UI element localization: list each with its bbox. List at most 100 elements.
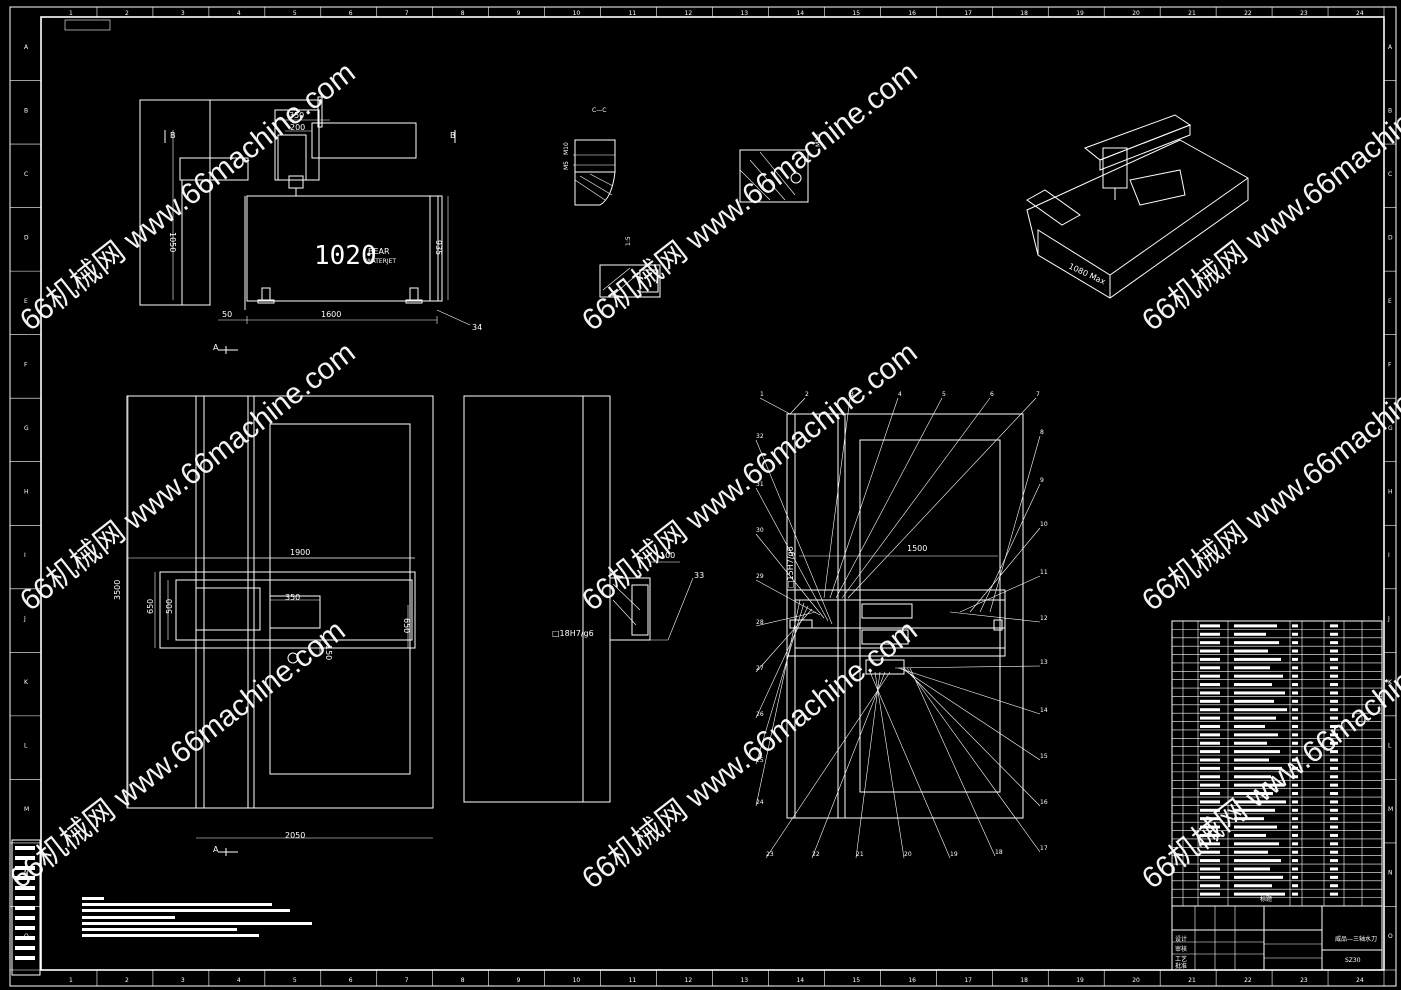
grid-col-label: 17 [964, 977, 972, 984]
dim-2050: 2050 [285, 831, 305, 840]
grid-col-label: 11 [629, 10, 637, 17]
brand-sub: BEAR [368, 247, 390, 256]
callout-label: 25 [756, 757, 764, 764]
grid-row-label: J [23, 616, 26, 623]
grid-col-label: 14 [796, 977, 804, 984]
section-title: C—C [592, 107, 606, 114]
title-block: 威品—三轴水刀 SZ30 标题 设计 审核 工艺 批准 [1171, 895, 1383, 971]
watermark: 66机械网 www.66machine.com [14, 336, 361, 618]
grid-row-label: K [1388, 679, 1393, 686]
watermark: 66机械网 www.66machine.com [576, 614, 923, 896]
grid-col-label: 16 [908, 10, 916, 17]
grid-col-label: 10 [573, 10, 581, 17]
grid-row-label: M [24, 806, 29, 813]
grid-col-label: 7 [405, 977, 409, 984]
watermark: 66机械网 www.66machine.com [4, 614, 351, 896]
grid-row-label: J [1387, 616, 1390, 623]
watermark: 66机械网 www.66machine.com [14, 56, 361, 338]
dim-350: 350 [285, 593, 300, 602]
fit-15h7: □15H7/g6 [786, 546, 795, 588]
brand-number: 1020 [314, 241, 377, 271]
grid-row-label: B [24, 107, 28, 114]
row-label-process: 工艺 [1175, 955, 1187, 963]
dim-1500: 1500 [907, 544, 927, 553]
dim-350: 350 [289, 111, 304, 120]
thread-m5: M5 [563, 161, 570, 170]
side-view: 100 □18H7/g6 33 [463, 395, 704, 803]
grid-col-label: 16 [908, 977, 916, 984]
grid-col-label: 22 [1244, 10, 1252, 17]
grid-col-label: 13 [740, 10, 748, 17]
bom-heading: 标题 [1260, 895, 1272, 903]
watermarks: 66机械网 www.66machine.com 66机械网 www.66mach… [4, 56, 1401, 896]
callout-label: 10 [1040, 521, 1048, 528]
section-detail: C—C M10 M5 M10 1:5 [563, 107, 822, 298]
callout-label: 1 [760, 391, 764, 398]
callout-label: 23 [766, 851, 774, 858]
callout-label: 20 [904, 851, 912, 858]
dim-1900: 1900 [290, 548, 310, 557]
grid-col-label: 4 [237, 977, 241, 984]
grid-col-label: 24 [1356, 10, 1364, 17]
callout-label: 32 [756, 433, 764, 440]
dim-3500: 3500 [113, 580, 122, 600]
watermark: 66机械网 www.66machine.com [1136, 336, 1401, 618]
grid-col-label: 2 [125, 10, 129, 17]
grid-col-label: 23 [1300, 10, 1308, 17]
callout-label: 15 [1040, 753, 1048, 760]
grid-col-label: 8 [461, 10, 465, 17]
grid-col-label: 8 [461, 977, 465, 984]
view-mark-a: A [213, 343, 219, 352]
grid-col-label: 1 [69, 10, 73, 17]
grid-col-label: 10 [573, 977, 581, 984]
grid-row-label: I [1388, 552, 1390, 559]
stamp-box [64, 19, 111, 31]
grid-col-label: 22 [1244, 977, 1252, 984]
grid-col-label: 3 [181, 977, 185, 984]
grid-col-label: 17 [964, 10, 972, 17]
dim-1050: 1050 [168, 232, 177, 252]
grid-row-label: E [24, 298, 28, 305]
grid-col-label: 21 [1188, 10, 1196, 17]
grid-col-label: 19 [1076, 977, 1084, 984]
callout-label: 5 [942, 391, 946, 398]
callout-label: 7 [1036, 391, 1040, 398]
callout-label: 19 [950, 851, 958, 858]
grid-row-label: D [1388, 234, 1393, 241]
dim-200: 200 [290, 123, 305, 132]
callout-label: 22 [812, 851, 820, 858]
product-name: 威品—三轴水刀 [1335, 935, 1377, 943]
section-mark-left: B [170, 131, 176, 140]
callout-label: 17 [1040, 845, 1048, 852]
grid-col-label: 20 [1132, 10, 1140, 17]
callout-label: 29 [756, 573, 764, 580]
front-view: 350 200 1050 935 50 1600 1020 BEAR WATER… [139, 96, 482, 354]
callout-label: 30 [756, 527, 764, 534]
grid-col-label: 5 [293, 977, 297, 984]
grid-row-label: C [1388, 171, 1392, 178]
thread-m10b: M10 [815, 134, 822, 147]
brand-sub2: WATERJET [366, 258, 396, 265]
grid-row-label: G [1388, 425, 1393, 432]
grid-row-label: L [24, 743, 28, 750]
grid-col-label: 11 [629, 977, 637, 984]
grid-row-label: O [1388, 933, 1393, 940]
callout-34: 34 [472, 323, 482, 332]
grid-col-label: 21 [1188, 977, 1196, 984]
row-label-approve: 批准 [1175, 962, 1187, 970]
callout-label: 2 [805, 391, 809, 398]
grid-row-label: H [1388, 489, 1393, 496]
dim-50: 50 [222, 310, 232, 319]
grid-col-label: 23 [1300, 977, 1308, 984]
grid-row-label: F [24, 361, 28, 368]
callout-label: 24 [756, 799, 764, 806]
callout-label: 14 [1040, 707, 1048, 714]
grid-row-label: B [1388, 107, 1392, 114]
grid-col-label: 6 [349, 977, 353, 984]
detail-scale: 1:5 [625, 236, 632, 246]
grid-col-label: 9 [517, 977, 521, 984]
grid-row-label: M [1388, 806, 1393, 813]
top-view: 3500 1900 650 500 350 650 150 2050 A [113, 395, 434, 856]
callout-label: 13 [1040, 659, 1048, 666]
thread-m10: M10 [563, 142, 570, 155]
